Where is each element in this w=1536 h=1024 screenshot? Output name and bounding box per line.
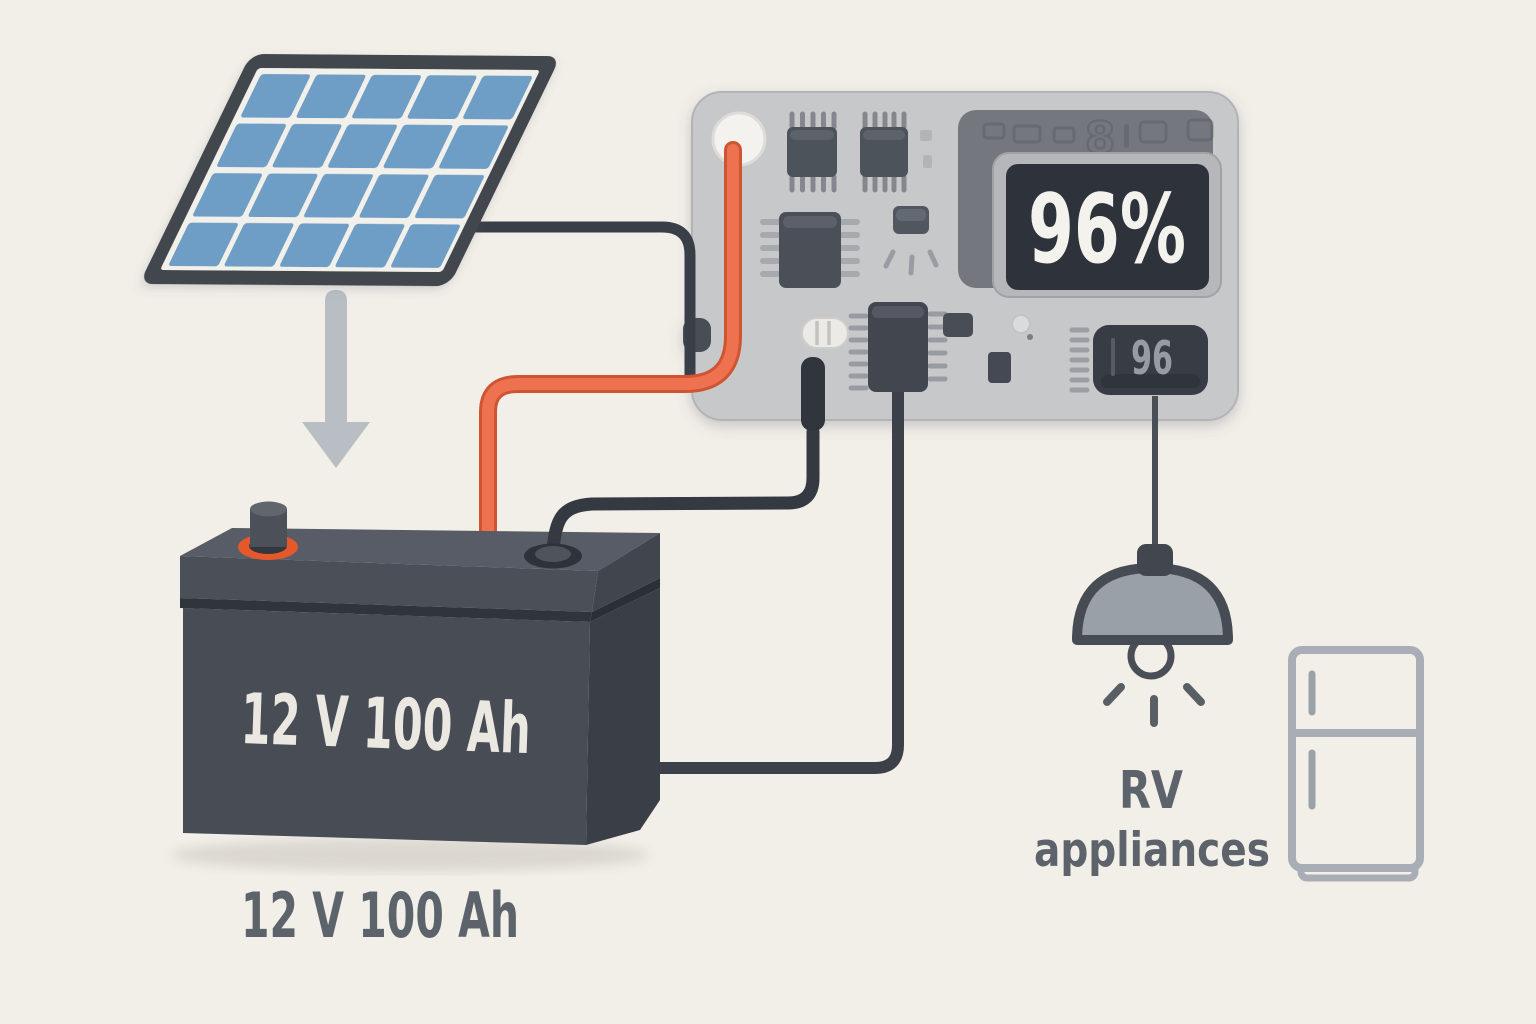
battery-lid-front <box>180 556 598 612</box>
battery-icon <box>180 528 660 845</box>
fridge-body <box>1288 646 1424 872</box>
solar-cell <box>328 124 397 169</box>
solar-cell <box>224 222 294 267</box>
fridge-icon <box>1288 646 1424 882</box>
solar-cell <box>248 173 318 218</box>
battery-display-value: 96% <box>1028 175 1186 285</box>
negative-plug <box>801 357 825 431</box>
capacitor-component <box>988 352 1011 383</box>
solar-cell <box>383 124 453 169</box>
battery-caption: 12 V 100 Ah <box>241 879 519 952</box>
battery-label: 12 V 100 Ah <box>239 678 532 770</box>
solar-cell <box>280 223 349 268</box>
battery-groove <box>180 598 592 622</box>
battery-front-face <box>183 608 590 845</box>
battery-lid-side <box>592 533 660 612</box>
solar-cell <box>415 174 484 219</box>
positive-terminal <box>238 501 298 560</box>
solar-cell <box>391 224 460 268</box>
chip-large <box>760 212 860 288</box>
solar-cell <box>359 174 429 219</box>
solar-wire <box>462 221 696 388</box>
battery-ground-shadow <box>170 838 650 872</box>
soc-meter: 96 <box>1093 325 1208 395</box>
mosfet-chip <box>848 302 948 392</box>
lamp-shade <box>1072 563 1233 645</box>
down-arrow-icon <box>302 290 370 468</box>
solar-cell <box>241 74 310 118</box>
fuse-component <box>801 317 849 349</box>
load-wire <box>655 392 904 774</box>
battery-side-face <box>586 588 660 845</box>
solar-cell <box>463 75 532 120</box>
negative-wire <box>546 425 820 557</box>
soc-meter-value: 96 <box>1131 331 1173 385</box>
charge-controller-board: 8 96% <box>683 91 1239 421</box>
lamp-socket <box>1137 544 1173 576</box>
battery-groove-side <box>590 578 660 622</box>
led-component <box>1011 314 1031 334</box>
chip-small-1 <box>787 111 837 193</box>
rv-appliances-line1: RV <box>1119 761 1183 821</box>
solar-cell <box>304 173 373 218</box>
solar-cell <box>335 223 405 268</box>
rv-appliances-label: RV appliances <box>1034 761 1270 878</box>
solar-cell <box>439 125 508 169</box>
solar-cell <box>272 123 342 168</box>
rv-appliances-line2: appliances <box>1034 823 1270 878</box>
chip-small-2 <box>860 111 908 193</box>
positive-wire <box>479 141 742 549</box>
light-rays-icon <box>1103 683 1205 727</box>
solar-cell <box>169 222 238 267</box>
solar-cell-grid <box>169 74 532 268</box>
negative-terminal <box>524 543 582 569</box>
pendant-lamp-icon <box>1072 544 1233 727</box>
meter-pin-marks <box>1069 327 1090 393</box>
solar-cell <box>193 173 262 217</box>
battery-display <box>1006 164 1209 290</box>
resistor-component <box>943 313 973 337</box>
fan-marks <box>883 249 939 276</box>
solar-cell <box>217 123 286 168</box>
solar-cell <box>296 74 366 119</box>
silkscreen-marks <box>920 130 932 168</box>
chip-tiny <box>893 206 929 234</box>
solar-cell <box>407 75 477 120</box>
led-lead <box>1027 334 1033 340</box>
solar-cell <box>352 74 421 119</box>
solar-panel-icon <box>144 53 556 287</box>
